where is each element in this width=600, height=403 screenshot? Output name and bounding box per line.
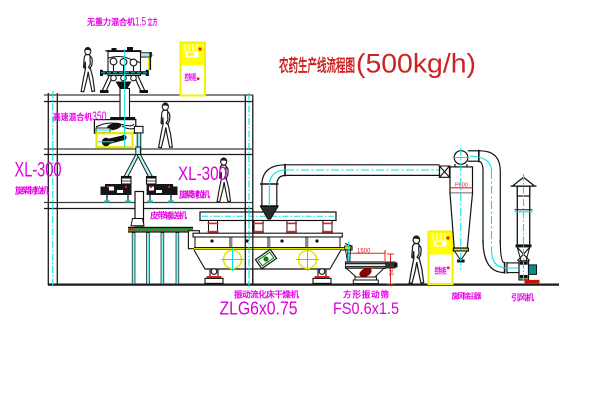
svg-text:350: 350 <box>92 109 107 124</box>
svg-text:高速混合机: 高速混合机 <box>53 111 92 122</box>
svg-text:ZLG6x0.75: ZLG6x0.75 <box>220 299 298 319</box>
svg-text:方形振动筛: 方形振动筛 <box>343 290 389 300</box>
svg-text:旋风除尘器: 旋风除尘器 <box>451 291 483 301</box>
svg-text:(500kg/h): (500kg/h) <box>356 49 476 79</box>
svg-text:1.5: 1.5 <box>135 15 146 29</box>
svg-text:旋桨制粒机: 旋桨制粒机 <box>178 190 210 200</box>
svg-text:控制柜: 控制柜 <box>185 72 197 82</box>
svg-text:FS0.6x1.5: FS0.6x1.5 <box>333 299 399 318</box>
svg-text:P600: P600 <box>455 183 468 189</box>
svg-text:545: 545 <box>390 265 396 276</box>
svg-text:无重力混合机: 无重力混合机 <box>86 16 135 27</box>
svg-text:引风机: 引风机 <box>511 293 534 303</box>
svg-text:立方: 立方 <box>148 16 158 27</box>
svg-text:农药生产线流程图: 农药生产线流程图 <box>278 56 355 76</box>
svg-text:控制柜: 控制柜 <box>435 266 447 276</box>
svg-text:皮带输送机: 皮带输送机 <box>149 211 187 221</box>
svg-text:旋桨制粒机: 旋桨制粒机 <box>14 186 49 196</box>
svg-text:XL-300: XL-300 <box>15 159 62 182</box>
svg-text:振动流化床干燥机: 振动流化床干燥机 <box>234 290 299 300</box>
svg-text:1500: 1500 <box>357 249 371 255</box>
svg-text:XL-300: XL-300 <box>178 163 227 185</box>
